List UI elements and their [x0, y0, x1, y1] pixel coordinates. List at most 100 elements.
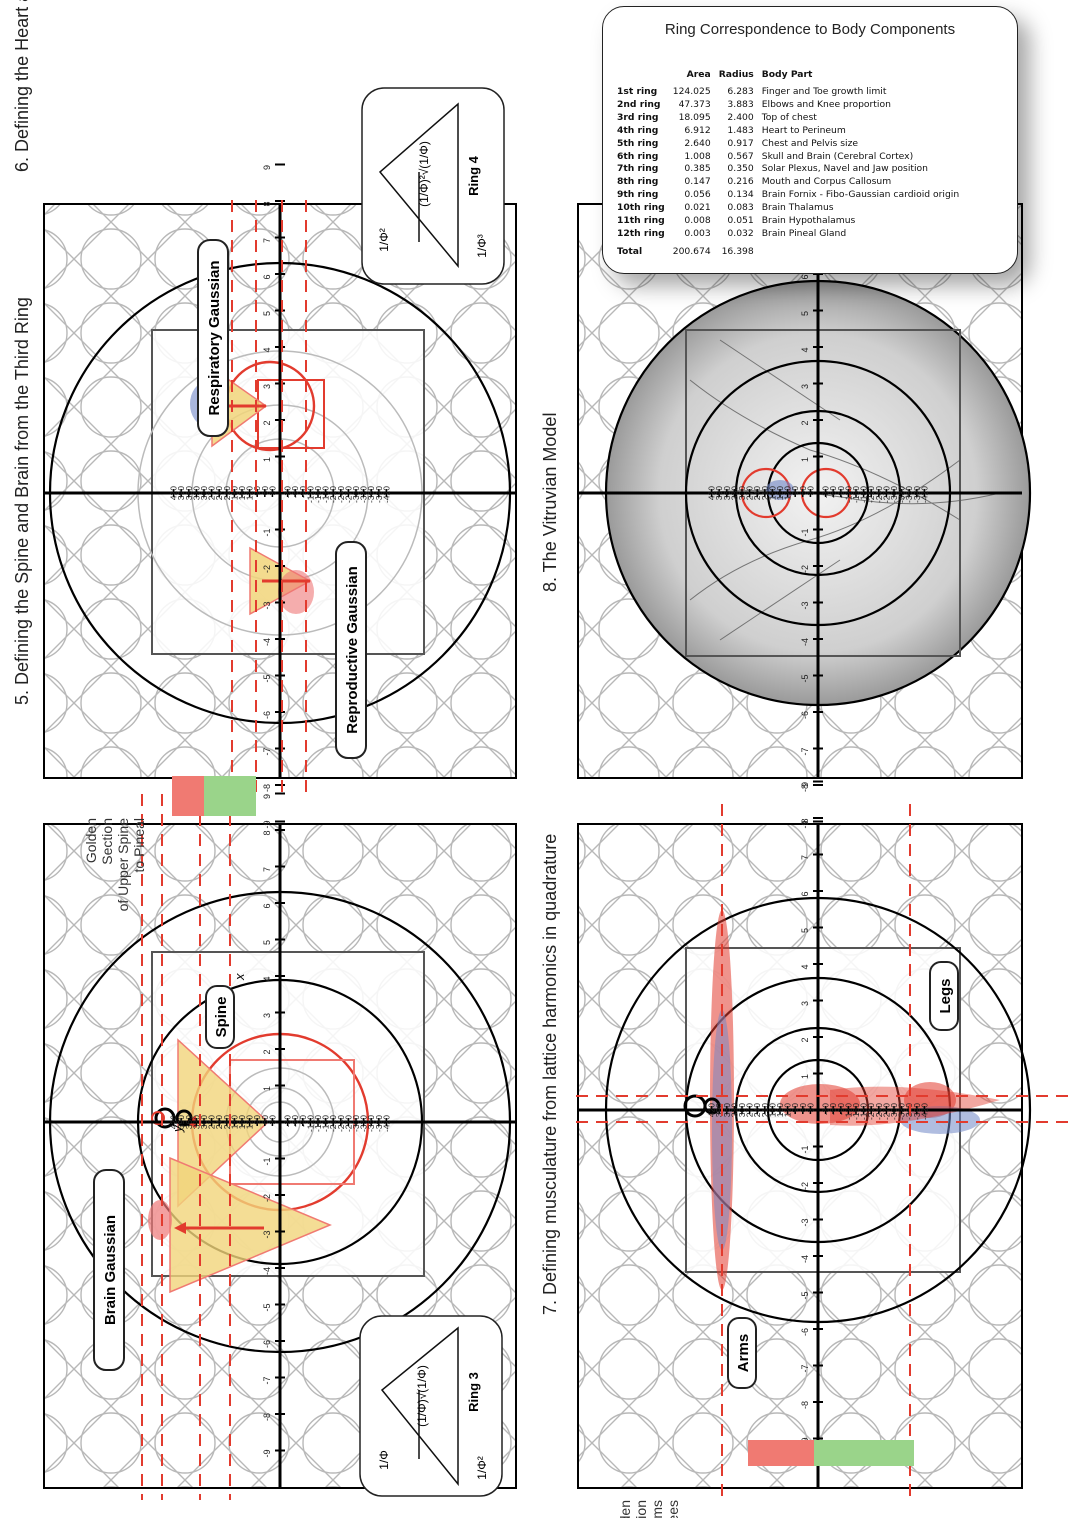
y-tick-label: 210: [760, 486, 770, 500]
y-tick-label: -60: [828, 1103, 838, 1116]
x-tick-label: 1: [262, 457, 272, 462]
x-tick-label: 9: [800, 782, 810, 787]
x-tick-label: 1: [800, 1074, 810, 1079]
x-tick-label: 2: [800, 1037, 810, 1042]
svg-text:Golden: Golden: [617, 1500, 633, 1518]
x-axis-label: x: [232, 973, 247, 981]
x-tick-label: 9: [262, 165, 272, 170]
y-tick-label: -270: [343, 1115, 353, 1132]
y-tick-label: -360: [904, 486, 914, 503]
cell-body: Solar Plexus, Navel and Jaw position: [761, 163, 928, 175]
y-tick-label: -30: [821, 1103, 831, 1116]
x-tick-label: -6: [262, 1340, 272, 1348]
panel-8-vitruvian: 8. The Vitruvian Model 42039036033030027…: [540, 163, 1032, 829]
y-tick-label: -150: [313, 1115, 323, 1132]
y-tick-label: -210: [866, 486, 876, 503]
legend-swatch-green: [814, 1440, 914, 1466]
panel-title: 7. Defining musculature from lattice har…: [540, 834, 560, 1315]
legend-swatch-red: [172, 776, 204, 816]
y-tick-label: 120: [783, 1103, 793, 1117]
y-tick-label: -60: [290, 1115, 300, 1128]
cell-body: Brain Thalamus: [761, 202, 834, 214]
panel-title: 5. Defining the Spine and Brain from the…: [12, 297, 32, 705]
cell-radius: 0.083: [727, 202, 754, 214]
x-tick-label: -2: [262, 1194, 272, 1202]
cell-ring: 10th ring: [617, 202, 665, 214]
x-tick-label: -4: [800, 638, 810, 646]
y-tick-label: 390: [714, 1103, 724, 1117]
cell-ring: 8th ring: [617, 176, 659, 188]
y-tick-label: -390: [374, 1115, 384, 1132]
x-tick-label: -2: [800, 565, 810, 573]
x-tick-label: 8: [800, 818, 810, 823]
y-tick-label: 180: [767, 486, 777, 500]
axes: [578, 824, 1022, 1488]
x-tick-label: 9: [262, 794, 272, 799]
y-tick-label: -240: [336, 1115, 346, 1132]
y-tick-label: -30: [283, 486, 293, 499]
cell-radius: 0.032: [727, 227, 754, 239]
x-tick-label: 3: [800, 384, 810, 389]
cell-area: 1.008: [684, 150, 711, 162]
y-tick-label: 240: [752, 1103, 762, 1117]
cell-area: 0.385: [684, 163, 711, 175]
y-tick-label: 90: [252, 486, 262, 496]
x-tick-label: -1: [262, 1157, 272, 1165]
cell-body: Elbows and Knee proportion: [761, 98, 891, 110]
y-tick-label: 60: [798, 1103, 808, 1113]
y-tick-label: -150: [851, 486, 861, 503]
y-tick-label: -90: [298, 486, 308, 499]
x-tick-label: -8: [262, 784, 272, 792]
ring4-card: Ring 4 1/Φ² (1/Φ)²√(1/Φ) 1/Φ³: [361, 87, 505, 285]
y-tick-label: -330: [359, 486, 369, 503]
golden-guides: [576, 804, 1072, 1500]
x-tick-label: 3: [262, 384, 272, 389]
ring-correspondence-card: Ring Correspondence to Body Components A…: [602, 6, 1018, 274]
svg-text:Reproductive Gaussian: Reproductive Gaussian: [344, 566, 361, 734]
y-tick-label: -300: [889, 1103, 899, 1120]
cell-ring: 5th ring: [617, 137, 659, 149]
golden-guides: [141, 794, 231, 1500]
y-tick-label: 150: [237, 486, 247, 500]
x-tick-label: -9: [262, 1449, 272, 1457]
y-tick-label: 270: [745, 486, 755, 500]
y-tick-label: -90: [836, 1103, 846, 1116]
y-tick-label: -90: [836, 486, 846, 499]
y-tick-label: 90: [790, 1103, 800, 1113]
x-tick-label: 5: [800, 928, 810, 933]
y-tick-label: -30: [821, 486, 831, 499]
y-tick-label: 390: [714, 486, 724, 500]
panel-title: 8. The Vitruvian Model: [540, 413, 560, 592]
y-tick-label: -180: [859, 486, 869, 503]
svg-text:Ring 4: Ring 4: [466, 155, 481, 195]
y-tick-label: -180: [321, 1115, 331, 1132]
x-tick-label: 7: [800, 855, 810, 860]
cell-area: 47.373: [678, 98, 711, 110]
x-tick-label: 7: [262, 238, 272, 243]
y-tick-label: -360: [366, 486, 376, 503]
y-tick-label: -210: [866, 1103, 876, 1120]
cell-ring: 7th ring: [617, 163, 659, 175]
x-tick-label: 2: [800, 420, 810, 425]
svg-text:1/Φ²: 1/Φ²: [377, 228, 391, 252]
y-axis-label: y: [170, 1124, 185, 1133]
x-tick-label: 4: [262, 976, 272, 981]
golden-guides: [231, 200, 307, 800]
y-tick-label: 90: [252, 1115, 262, 1125]
svg-text:Ring 3: Ring 3: [466, 1372, 481, 1412]
x-tick-label: -6: [262, 711, 272, 719]
cell-radius: 0.917: [727, 137, 754, 149]
cell-radius: 3.883: [727, 98, 754, 110]
y-tick-label: 240: [214, 1115, 224, 1129]
panel-5-title: 5. Defining the Spine and Brain from the…: [12, 297, 32, 705]
x-tick-label: -5: [800, 674, 810, 682]
y-tick-label: -150: [851, 1103, 861, 1120]
y-ticks: 420390360330300270240210180150120906030-…: [707, 486, 930, 503]
